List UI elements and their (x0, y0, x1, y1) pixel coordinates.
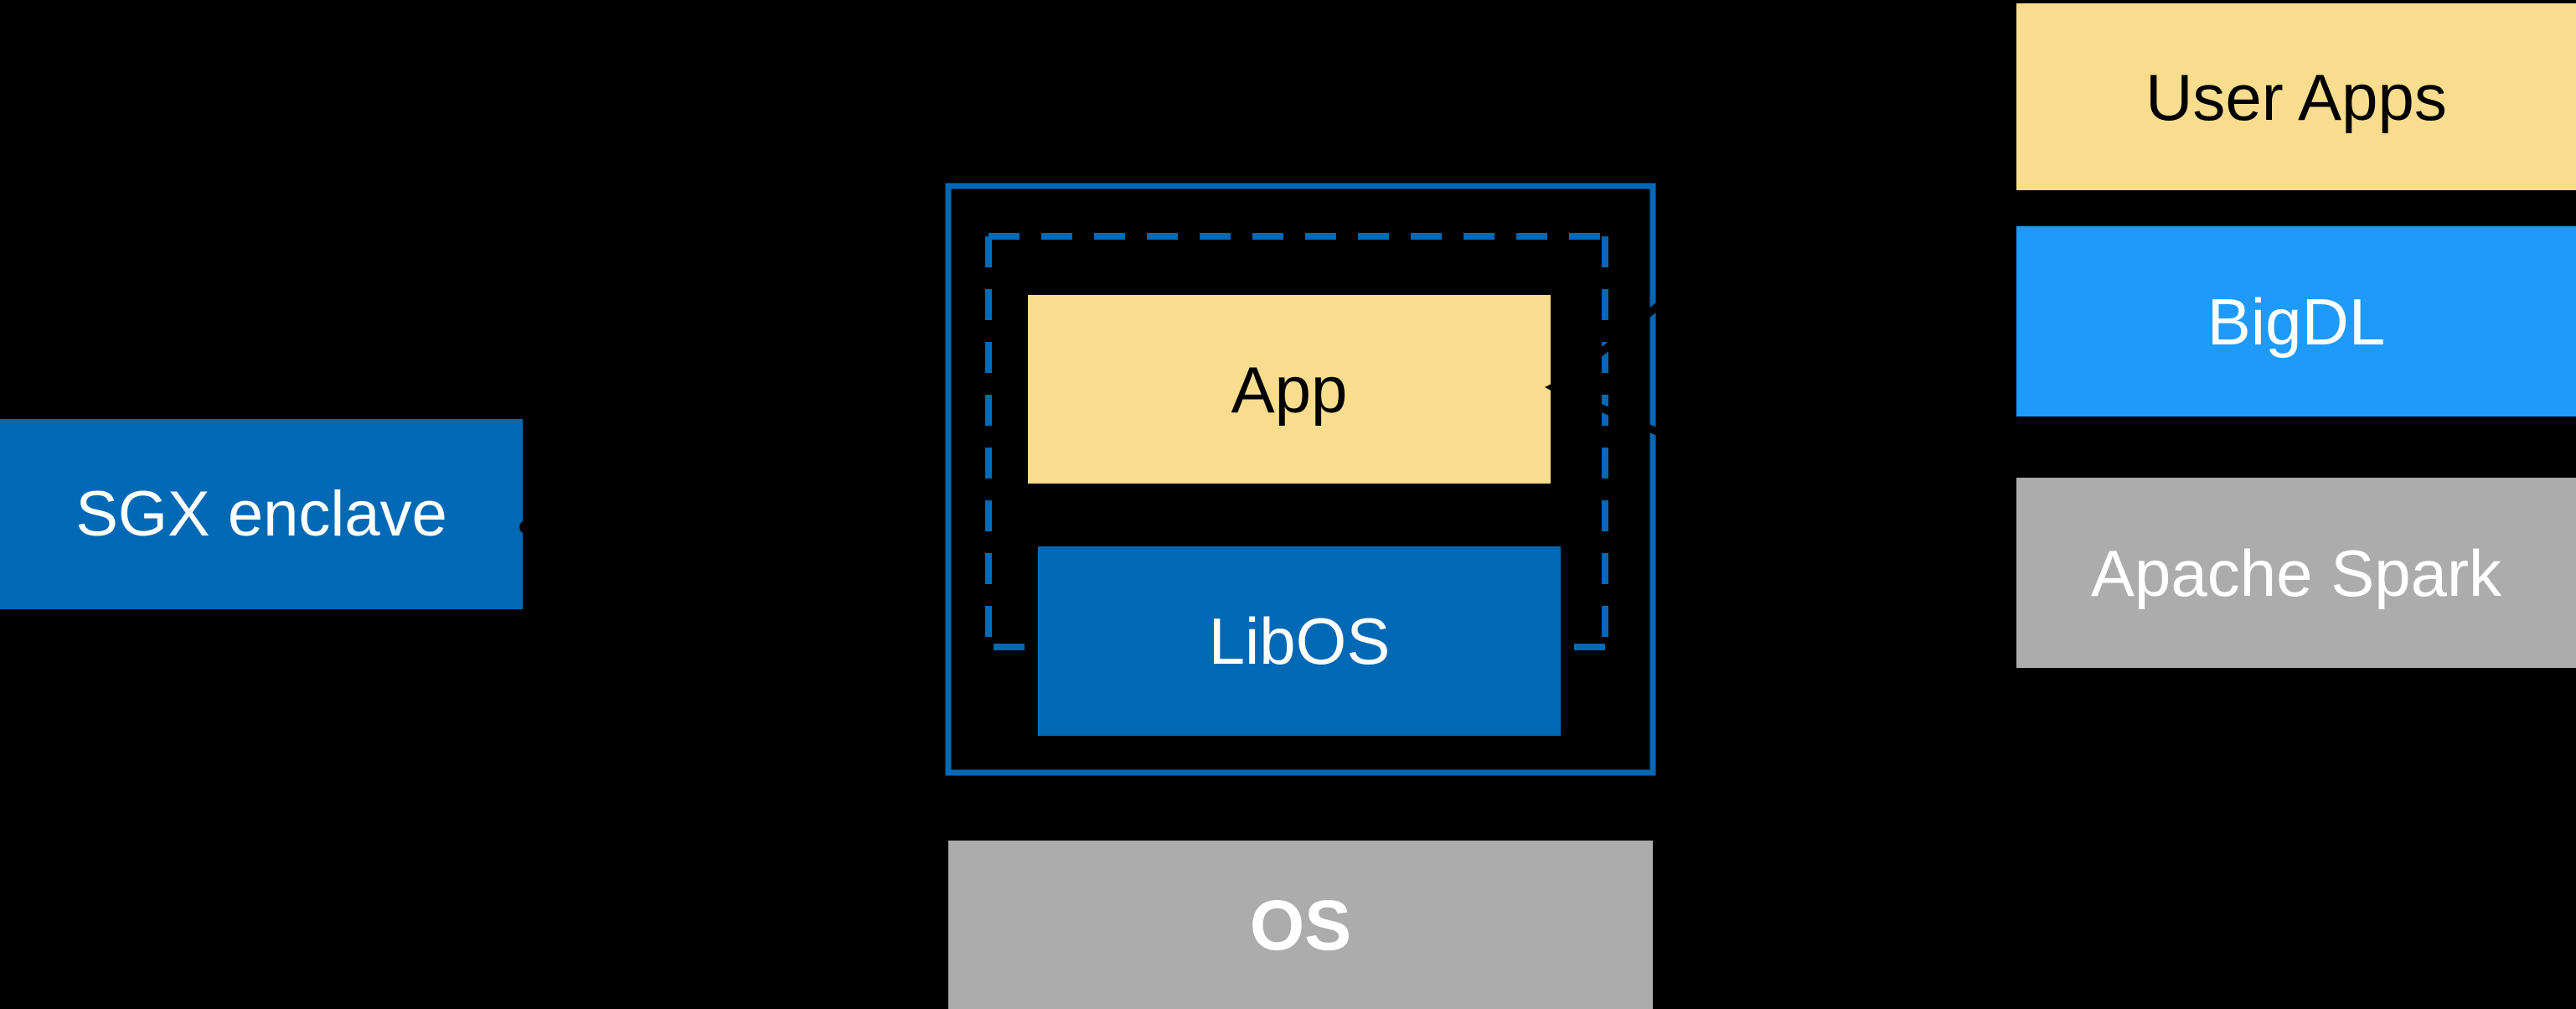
app-box: App (1028, 295, 1551, 484)
stack-item-bigdl: BigDL (2016, 226, 2576, 417)
apache-spark-label: Apache Spark (2091, 536, 2501, 610)
libos-label: LibOS (1208, 604, 1391, 678)
callout-dot-icon (519, 520, 533, 534)
sgx-enclave-label: SGX enclave (75, 478, 447, 550)
stack-item-apache-spark: Apache Spark (2016, 478, 2576, 668)
stack-brace-line-lower (1564, 389, 1970, 567)
bigdl-label: BigDL (2207, 284, 2386, 359)
os-label: OS (1249, 885, 1352, 965)
callout-line (532, 520, 922, 532)
os-box: OS (948, 841, 1653, 1009)
callout-arrowhead-icon (913, 512, 935, 536)
sgx-enclave-callout: SGX enclave (0, 419, 523, 609)
app-label: App (1231, 352, 1348, 427)
arrowhead-icon (1545, 363, 1594, 411)
stack-item-user-apps: User Apps (2016, 3, 2576, 190)
stack-brace-line-upper (1563, 49, 1971, 385)
libos-box: LibOS (1038, 546, 1561, 736)
user-apps-label: User Apps (2145, 60, 2447, 134)
enclave-solid-border (945, 183, 1656, 776)
enclave-dashed-border (985, 233, 1608, 650)
